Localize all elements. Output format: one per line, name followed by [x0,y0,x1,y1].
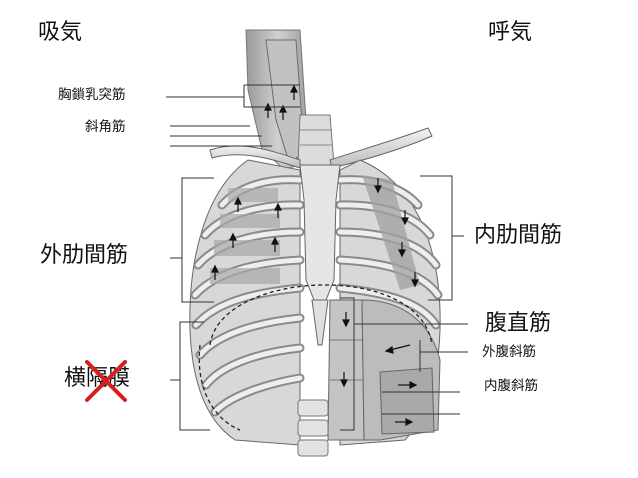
ribs-left-highlight [192,177,303,415]
cross-mark-icon [85,360,127,402]
cervical-spine [297,114,335,166]
right-clavicle [329,127,433,169]
diaphragm-outline-lower [198,344,241,431]
external-intercostal-label: 外肋間筋 [40,243,129,268]
scalene-label: 斜角筋 [85,119,126,135]
internal-oblique [379,367,435,435]
external-oblique-label: 外腹斜筋 [482,344,536,360]
inhale-heading: 吸気 [38,20,83,45]
xiphoid [311,299,329,346]
scm-label: 胸鎖乳突筋 [58,87,126,103]
rectus-abdominis-label: 腹直筋 [485,311,552,336]
internal-oblique-label: 内腹斜筋 [484,378,538,394]
internal-intercostal-muscles [362,175,420,290]
external-intercostal-muscles [210,188,280,284]
internal-intercostal-label: 内肋間筋 [474,223,563,248]
direction-arrows [211,84,419,426]
sternum [299,164,341,301]
diaphragm-outline [209,284,433,346]
leader-lines [166,84,468,431]
exhale-heading: 呼気 [488,20,533,45]
lumbar-spine [297,399,329,457]
